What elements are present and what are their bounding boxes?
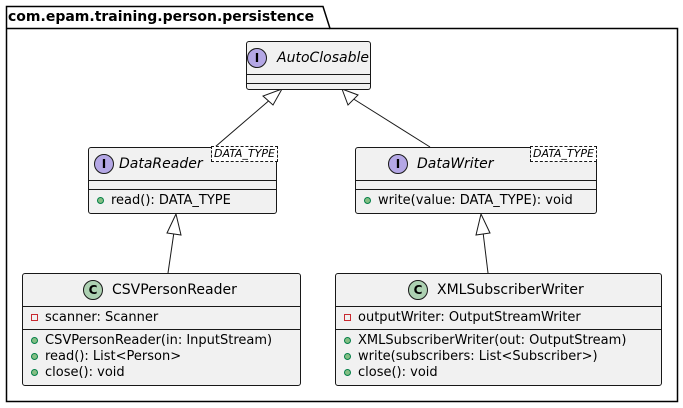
public-visibility-icon (31, 353, 38, 360)
interface-icon: I (94, 154, 114, 174)
divider (356, 180, 596, 181)
class-name: AutoClosable (277, 50, 369, 66)
type-parameter: DATA_TYPE (530, 146, 597, 162)
class-header: C CSVPersonReader (23, 274, 300, 306)
class-header: I DataWriter (356, 148, 596, 180)
type-parameter: DATA_TYPE (211, 146, 278, 162)
divider (247, 83, 370, 84)
inheritance-arrowhead (262, 88, 284, 106)
edge-csvpersonreader-datareader (167, 231, 175, 274)
public-visibility-icon (31, 337, 38, 344)
class-name: DataReader (119, 156, 203, 172)
class-name: DataWriter (417, 156, 494, 172)
inheritance-arrowhead (475, 212, 491, 236)
divider (23, 306, 300, 307)
private-visibility-icon (344, 314, 351, 321)
fields-section: outputWriter: OutputStreamWriter (336, 307, 661, 329)
field-scanner: scanner: Scanner (23, 310, 300, 326)
divider (23, 329, 300, 330)
public-visibility-icon (97, 197, 104, 204)
fields-section: scanner: Scanner (23, 307, 300, 329)
field-outputwriter: outputWriter: OutputStreamWriter (336, 310, 661, 326)
interface-datawriter[interactable]: I DataWriter write(value: DATA_TYPE): vo… (355, 147, 597, 214)
divider (89, 189, 276, 190)
class-xmlsubscriberwriter[interactable]: C XMLSubscriberWriter outputWriter: Outp… (335, 273, 662, 386)
interface-icon: I (388, 154, 408, 174)
public-visibility-icon (344, 369, 351, 376)
package-frame (5, 5, 679, 403)
interface-icon: I (247, 48, 267, 68)
methods-section: XMLSubscriberWriter(out: OutputStream) w… (336, 330, 661, 384)
fields-section (89, 181, 276, 189)
edge-datawriter-autoclosable (351, 97, 431, 148)
divider (356, 189, 596, 190)
class-header: C XMLSubscriberWriter (336, 274, 661, 306)
private-visibility-icon (31, 314, 38, 321)
methods-section: CSVPersonReader(in: InputStream) read():… (23, 330, 300, 384)
class-icon: C (408, 280, 428, 300)
method-read: read(): DATA_TYPE (89, 193, 276, 209)
interface-autoclosable[interactable]: I AutoClosable (246, 41, 371, 90)
divider (336, 329, 661, 330)
class-header: I DataReader (89, 148, 276, 180)
method-close: close(): void (336, 365, 661, 381)
method-read: read(): List<Person> (23, 349, 300, 365)
divider (336, 306, 661, 307)
inheritance-arrowhead (341, 88, 359, 106)
divider (89, 180, 276, 181)
inheritance-arrowhead (166, 212, 182, 236)
fields-section (356, 181, 596, 189)
method-write: write(subscribers: List<Subscriber>) (336, 349, 661, 365)
class-name: XMLSubscriberWriter (437, 282, 584, 298)
edge-xmlsubscriberwriter-datawriter (482, 231, 489, 274)
public-visibility-icon (364, 197, 371, 204)
divider (247, 74, 370, 75)
method-constructor: XMLSubscriberWriter(out: OutputStream) (336, 333, 661, 349)
public-visibility-icon (31, 369, 38, 376)
method-write: write(value: DATA_TYPE): void (356, 193, 596, 209)
class-name: CSVPersonReader (112, 282, 237, 298)
class-header: I AutoClosable (247, 42, 370, 74)
method-constructor: CSVPersonReader(in: InputStream) (23, 333, 300, 349)
class-icon: C (83, 280, 103, 300)
methods-section: read(): DATA_TYPE (89, 190, 276, 212)
public-visibility-icon (344, 353, 351, 360)
interface-datareader[interactable]: I DataReader read(): DATA_TYPE (88, 147, 277, 214)
class-csvpersonreader[interactable]: C CSVPersonReader scanner: Scanner CSVPe… (22, 273, 301, 386)
public-visibility-icon (344, 337, 351, 344)
edge-datareader-autoclosable (214, 97, 273, 148)
method-close: close(): void (23, 365, 300, 381)
package-name: com.epam.training.person.persistence (8, 9, 315, 25)
methods-section: write(value: DATA_TYPE): void (356, 190, 596, 212)
fields-section (247, 75, 370, 83)
